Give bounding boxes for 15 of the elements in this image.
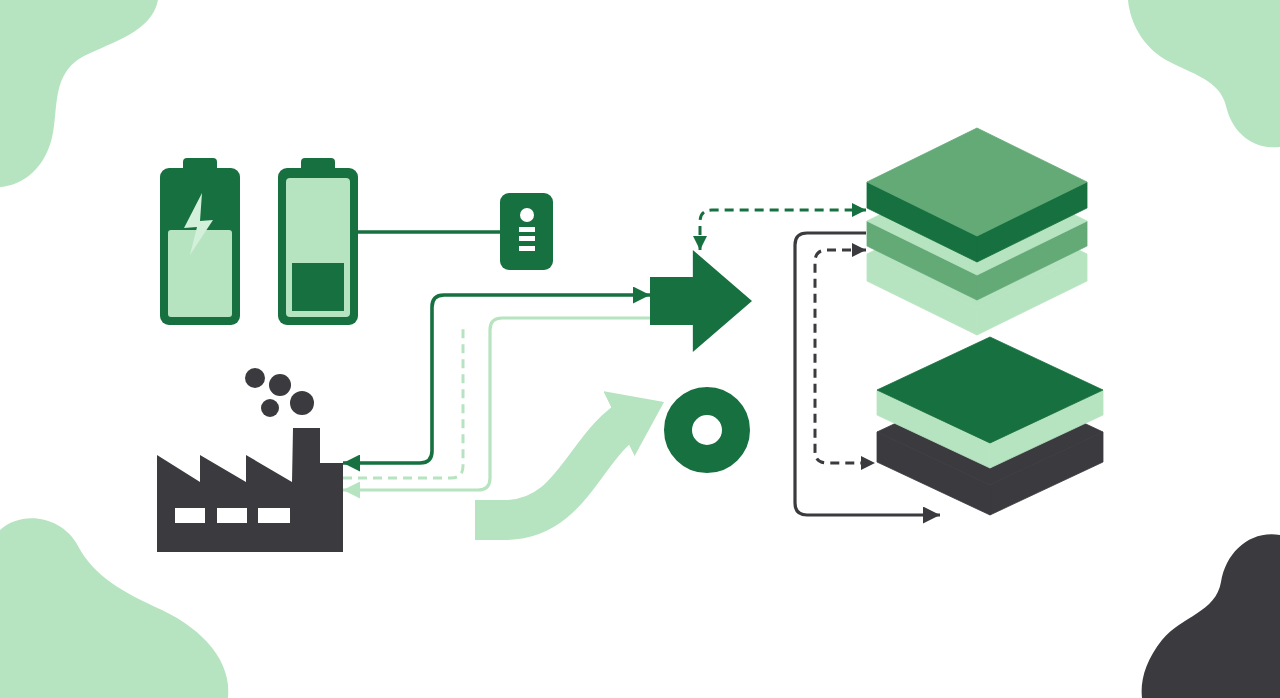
double-arrow <box>343 286 650 472</box>
layer-stack-icon <box>875 337 1103 515</box>
device-icon <box>500 193 553 270</box>
ring <box>664 387 750 473</box>
connector-line <box>358 230 500 234</box>
block-arrow <box>650 250 752 352</box>
factory-icon <box>157 368 343 552</box>
layer-stack-icon <box>866 128 1088 335</box>
charging-battery-icon <box>160 158 240 325</box>
dashed-double-arrow <box>693 203 866 250</box>
battery-icon <box>278 158 358 325</box>
arrow <box>343 316 650 499</box>
dashed-double-arrow <box>813 243 875 470</box>
curved-arrow <box>475 394 663 540</box>
arrow <box>793 231 940 524</box>
